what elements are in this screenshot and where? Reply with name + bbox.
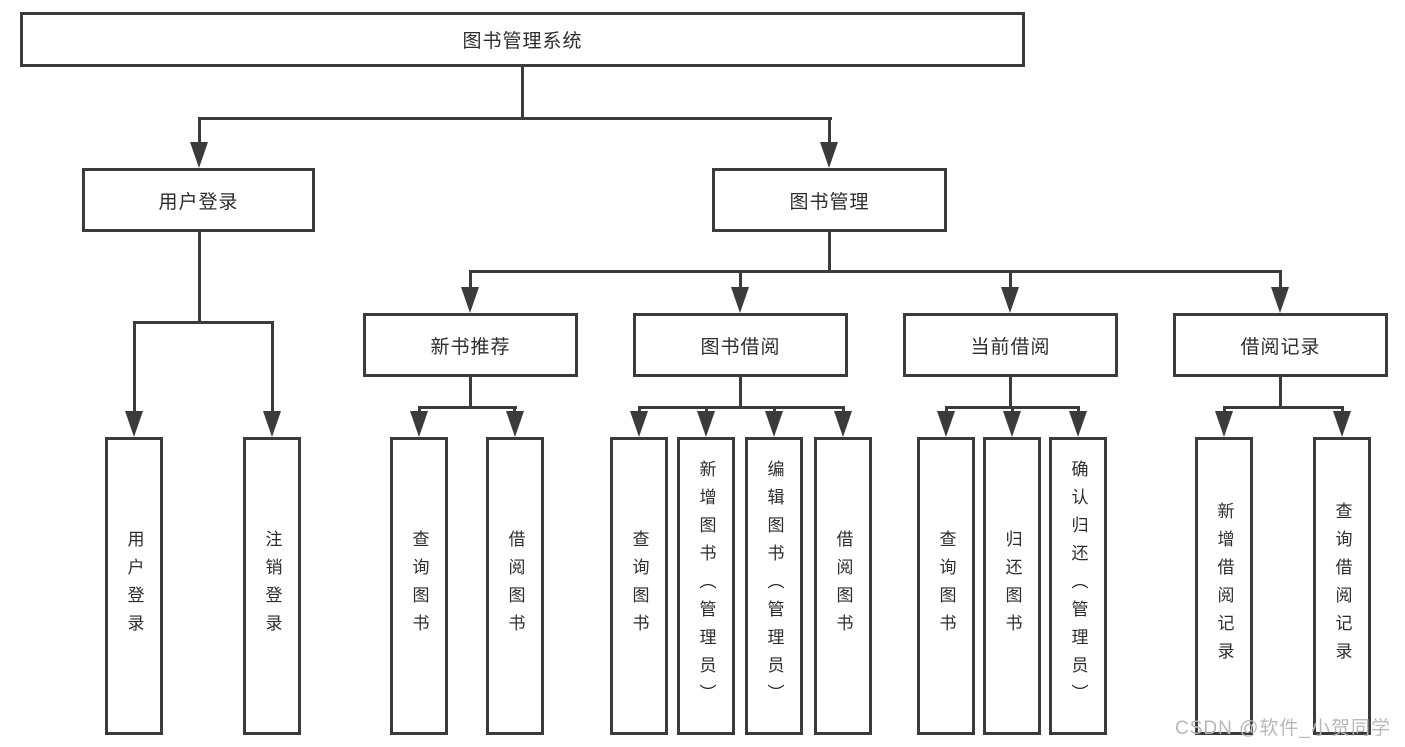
connector-line bbox=[828, 117, 831, 149]
leaf-label: 借阅图书 bbox=[505, 530, 525, 642]
arrow-down-icon bbox=[1333, 411, 1351, 437]
connector-line bbox=[739, 376, 742, 409]
leaf-label: 新增借阅记录 bbox=[1214, 502, 1234, 670]
connector-line bbox=[1009, 270, 1012, 292]
leaf-borrow-books-borrowing: 借阅图书 bbox=[814, 437, 872, 735]
leaf-label: 编辑图书（管理员） bbox=[764, 460, 784, 712]
leaf-query-borrow-record: 查询借阅记录 bbox=[1313, 437, 1371, 735]
node-library-management-system: 图书管理系统 bbox=[20, 12, 1025, 67]
connector-line bbox=[521, 66, 524, 118]
leaf-query-books-borrowing: 查询图书 bbox=[610, 437, 668, 735]
arrow-down-icon bbox=[731, 287, 749, 313]
watermark-text: CSDN @软件_小贺同学 bbox=[1175, 718, 1391, 739]
node-current-borrowing: 当前借阅 bbox=[903, 313, 1118, 377]
arrow-down-icon bbox=[765, 411, 783, 437]
arrow-down-icon bbox=[410, 411, 428, 437]
node-label: 借阅记录 bbox=[1240, 336, 1321, 358]
arrow-down-icon bbox=[937, 411, 955, 437]
leaf-label: 查询图书 bbox=[936, 530, 956, 642]
leaf-label: 查询图书 bbox=[629, 530, 649, 642]
node-user-login-group: 用户登录 bbox=[82, 168, 315, 232]
node-borrowing-records: 借阅记录 bbox=[1173, 313, 1388, 377]
leaf-return-book: 归还图书 bbox=[983, 437, 1041, 735]
connector-line bbox=[198, 117, 201, 149]
connector-line bbox=[469, 270, 472, 292]
leaf-label: 归还图书 bbox=[1002, 530, 1022, 642]
connector-line bbox=[469, 376, 472, 409]
connector-line bbox=[1279, 270, 1282, 292]
connector-line bbox=[828, 232, 831, 272]
leaf-query-books-recommend: 查询图书 bbox=[390, 437, 448, 735]
leaf-label: 借阅图书 bbox=[833, 530, 853, 642]
connector-line bbox=[198, 117, 832, 120]
leaf-label: 查询借阅记录 bbox=[1332, 502, 1352, 670]
node-label: 当前借阅 bbox=[970, 336, 1051, 358]
connector-line bbox=[1223, 406, 1344, 409]
leaf-label: 查询图书 bbox=[409, 530, 429, 642]
connector-line bbox=[271, 321, 274, 413]
node-label: 用户登录 bbox=[158, 191, 239, 213]
node-new-book-recommendation: 新书推荐 bbox=[363, 313, 578, 377]
arrow-down-icon bbox=[1215, 411, 1233, 437]
connector-line bbox=[133, 321, 274, 324]
arrow-down-icon bbox=[1271, 287, 1289, 313]
connector-line bbox=[418, 406, 517, 409]
connector-line bbox=[469, 270, 1282, 273]
leaf-label: 确认归还（管理员） bbox=[1068, 460, 1088, 712]
arrow-down-icon bbox=[1003, 411, 1021, 437]
arrow-down-icon bbox=[697, 411, 715, 437]
leaf-label: 注销登录 bbox=[262, 530, 282, 642]
node-book-borrowing: 图书借阅 bbox=[633, 313, 848, 377]
connector-line bbox=[198, 231, 201, 322]
leaf-confirm-return-admin: 确认归还（管理员） bbox=[1049, 437, 1107, 735]
arrow-down-icon bbox=[263, 411, 281, 437]
leaf-edit-book-admin: 编辑图书（管理员） bbox=[745, 437, 803, 735]
node-label: 新书推荐 bbox=[430, 336, 511, 358]
leaf-add-borrow-record: 新增借阅记录 bbox=[1195, 437, 1253, 735]
leaf-label: 新增图书（管理员） bbox=[696, 460, 716, 712]
node-label: 图书管理系统 bbox=[462, 31, 583, 52]
node-label: 图书借阅 bbox=[700, 336, 781, 358]
arrow-down-icon bbox=[125, 411, 143, 437]
arrow-down-icon bbox=[461, 287, 479, 313]
arrow-down-icon bbox=[1001, 287, 1019, 313]
arrow-down-icon bbox=[190, 142, 208, 168]
connector-line bbox=[1009, 376, 1012, 409]
connector-line bbox=[739, 270, 742, 292]
leaf-query-books-current: 查询图书 bbox=[917, 437, 975, 735]
leaf-borrow-books-recommend: 借阅图书 bbox=[486, 437, 544, 735]
arrow-down-icon bbox=[1069, 411, 1087, 437]
connector-line bbox=[133, 321, 136, 413]
connector-line bbox=[1279, 376, 1282, 409]
leaf-add-book-admin: 新增图书（管理员） bbox=[677, 437, 735, 735]
connector-line bbox=[638, 406, 845, 409]
leaf-logout: 注销登录 bbox=[243, 437, 301, 735]
arrow-down-icon bbox=[820, 142, 838, 168]
arrow-down-icon bbox=[834, 411, 852, 437]
leaf-label: 用户登录 bbox=[124, 530, 144, 642]
node-book-management: 图书管理 bbox=[712, 168, 947, 232]
leaf-user-login: 用户登录 bbox=[105, 437, 163, 735]
arrow-down-icon bbox=[506, 411, 524, 437]
node-label: 图书管理 bbox=[789, 191, 870, 213]
arrow-down-icon bbox=[630, 411, 648, 437]
